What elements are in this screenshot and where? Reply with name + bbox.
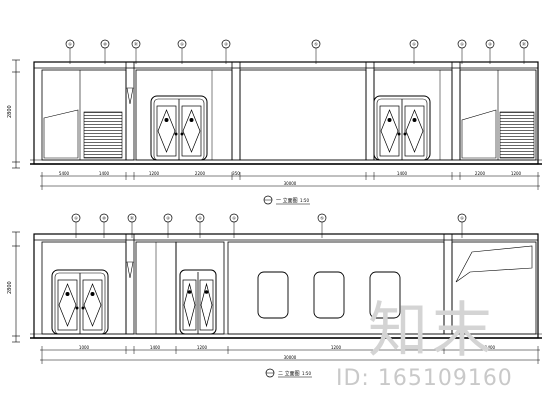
bottom-right-bay xyxy=(451,241,537,335)
bottom-elevation: 2800 xyxy=(7,213,542,378)
bottom-total-dim: 30000 xyxy=(284,355,297,360)
top-dim-5: 350 xyxy=(232,171,240,176)
window-2 xyxy=(313,271,345,319)
bottom-dim-3: 1200 xyxy=(197,345,208,350)
bottom-double-door-right xyxy=(179,269,217,335)
bottom-callout-4: ④ xyxy=(166,216,170,221)
bottom-dim-4: 1200 xyxy=(331,345,342,350)
top-dim-4: 2200 xyxy=(195,171,206,176)
top-door-bay-right xyxy=(373,69,453,161)
top-left-stair xyxy=(83,111,123,159)
bottom-callout-2: ⑩ xyxy=(102,216,106,221)
bottom-callout-6: ① xyxy=(232,216,236,221)
bottom-dimension-chain xyxy=(40,346,540,364)
top-dim-2: 1400 xyxy=(99,171,110,176)
top-center-panel xyxy=(239,69,367,161)
top-dim-3: 1200 xyxy=(149,171,160,176)
top-callout-4: ① xyxy=(180,42,184,47)
bottom-left-bay xyxy=(41,241,127,335)
top-total-dim: 30000 xyxy=(284,181,297,186)
top-dim-6: 1400 xyxy=(397,171,408,176)
top-callout-8: ① xyxy=(460,42,464,47)
window-1 xyxy=(257,271,289,319)
top-dim-7: 2200 xyxy=(475,171,486,176)
top-callout-10: ㉑ xyxy=(522,41,526,47)
top-double-door-right xyxy=(373,95,431,161)
top-height-dim: 2800 xyxy=(7,105,13,118)
top-door-bay-left xyxy=(135,69,233,161)
top-callouts: ① ⑩ ㉑ ① ④ ⑤ ① ① ④ ㉑ xyxy=(65,39,529,65)
top-callout-1: ① xyxy=(68,42,72,47)
top-dim-8: 1200 xyxy=(511,171,522,176)
top-callout-9: ④ xyxy=(488,42,492,47)
bottom-callouts: ① ⑩ ㉑ ④ ① ① ⑤ ① xyxy=(71,213,467,239)
bottom-elevation-title: 二 立面图 xyxy=(278,370,300,377)
top-elevation: 2800 xyxy=(7,39,542,205)
top-dimension-chain xyxy=(40,172,540,190)
top-callout-2: ⑩ xyxy=(103,42,107,47)
bottom-callout-5: ① xyxy=(198,216,202,221)
window-3 xyxy=(369,271,401,319)
bottom-dim-5: 1400 xyxy=(485,345,496,350)
bottom-callout-3: ㉑ xyxy=(130,215,134,221)
bottom-dim-2: 1400 xyxy=(150,345,161,350)
top-callout-6: ⑤ xyxy=(314,42,318,47)
top-double-door-left xyxy=(150,95,208,161)
bottom-double-door-left xyxy=(51,269,109,335)
top-elevation-title: 一 立面图 xyxy=(276,197,298,204)
bottom-height-dim: 2800 xyxy=(7,281,13,294)
bottom-callout-7: ⑤ xyxy=(320,216,324,221)
bottom-callout-8: ① xyxy=(460,216,464,221)
top-callout-7: ① xyxy=(412,42,416,47)
watermark-id: ID: 165109160 xyxy=(336,366,513,391)
top-callout-3: ㉑ xyxy=(134,41,138,47)
top-callout-5: ④ xyxy=(224,42,228,47)
top-elevation-scale: 1:50 xyxy=(300,198,309,203)
watermark-logo: 知末 xyxy=(368,296,496,366)
bottom-elevation-scale: 1:50 xyxy=(302,371,311,376)
bottom-callout-1: ① xyxy=(74,216,78,221)
top-dim-1: 5400 xyxy=(59,171,70,176)
top-right-stair xyxy=(499,111,535,159)
bottom-dim-1: 1000 xyxy=(79,345,90,350)
